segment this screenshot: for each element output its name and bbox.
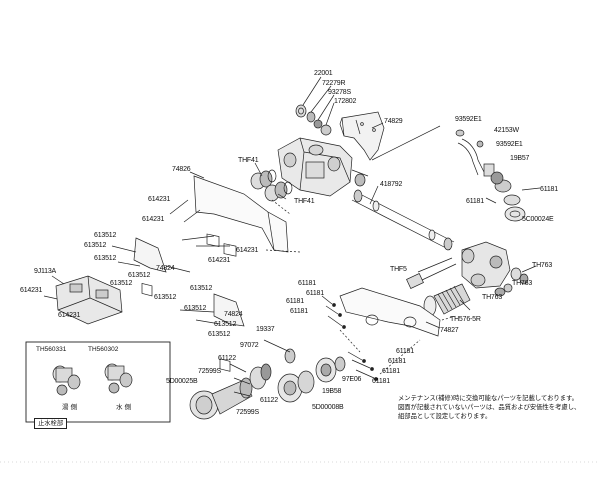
part-label-72599s-b[interactable]: 72599S [236, 409, 259, 416]
part-label-th763-a[interactable]: TH763 [532, 262, 553, 269]
inset-label-th560331[interactable]: TH560331 [36, 346, 67, 353]
leader-lines [265, 199, 457, 375]
part-label-61181-left[interactable]: 61181 [466, 198, 484, 205]
part-label-74824-lower[interactable]: 74824 [224, 311, 243, 318]
part-label-61122-a[interactable]: 61122 [218, 355, 236, 362]
part-label-613512-j[interactable]: 613512 [208, 331, 231, 338]
thf41-fittings [250, 162, 293, 202]
part-label-613512-g[interactable]: 613512 [190, 285, 213, 292]
part-label-19337[interactable]: 19337 [256, 326, 275, 333]
part-label-72279r[interactable]: 72279R [322, 80, 346, 87]
part-label-613512-e[interactable]: 613512 [128, 272, 151, 279]
bracket-74826 [189, 171, 289, 257]
part-label-61181-f[interactable]: 61181 [290, 308, 308, 315]
part-label-thf5[interactable]: THF5 [390, 266, 407, 273]
part-label-74824-upper[interactable]: 74824 [156, 265, 175, 272]
inset-label-th560302[interactable]: TH560302 [88, 346, 119, 353]
lower-right-valve [461, 241, 537, 297]
part-label-61181-j[interactable]: 61181 [372, 378, 390, 385]
right-hose-assembly [371, 125, 541, 222]
part-label-93592e1-bottom[interactable]: 93592E1 [496, 141, 523, 148]
part-label-61122-b[interactable]: 61122 [260, 397, 278, 404]
part-label-thf41-upper[interactable]: THF41 [238, 157, 259, 164]
part-label-97072[interactable]: 97072 [240, 342, 259, 349]
part-label-th763-b[interactable]: TH763 [512, 280, 533, 287]
part-label-613512-h[interactable]: 613512 [184, 305, 207, 312]
part-label-613512-d[interactable]: 613512 [110, 280, 133, 287]
part-label-th576-5r[interactable]: TH576-5R [450, 316, 481, 323]
part-label-5d00008b[interactable]: 5D00008B [312, 404, 344, 411]
part-label-19b58[interactable]: 19B58 [322, 388, 342, 395]
part-label-613512-c[interactable]: 613512 [94, 255, 117, 262]
part-label-614231-c[interactable]: 614231 [236, 247, 259, 254]
part-label-72599s-a[interactable]: 72599S [198, 368, 221, 375]
part-label-613512-i[interactable]: 613512 [214, 321, 237, 328]
part-label-5c00024e[interactable]: 5C00024E [522, 216, 554, 223]
part-label-61181-c[interactable]: 61181 [298, 280, 316, 287]
part-label-614231-b[interactable]: 614231 [142, 216, 165, 223]
part-label-61181-d[interactable]: 61181 [306, 290, 324, 297]
part-label-614231-d[interactable]: 614231 [208, 257, 231, 264]
part-label-93592e1-top[interactable]: 93592E1 [455, 116, 482, 123]
part-label-614231-a[interactable]: 614231 [148, 196, 171, 203]
inset-box [25, 341, 171, 423]
part-label-614231-e[interactable]: 614231 [20, 287, 43, 294]
part-label-61181-h[interactable]: 61181 [388, 358, 406, 365]
part-label-97e06[interactable]: 97E06 [342, 376, 362, 383]
hose-418792 [351, 185, 455, 251]
part-label-61181-e[interactable]: 61181 [286, 298, 304, 305]
part-label-172802[interactable]: 172802 [334, 98, 357, 105]
notice-line-1: メンテナンス(補修)時に交換可能なパーツを記載しております。 [398, 395, 578, 402]
part-label-thf41-lower[interactable]: THF41 [294, 198, 315, 205]
part-label-5d00025b[interactable]: 5D00025B [166, 378, 198, 385]
part-label-93278s[interactable]: 93278S [328, 89, 351, 96]
part-label-61181-i[interactable]: 61181 [382, 368, 400, 375]
part-label-613512-a[interactable]: 613512 [94, 232, 117, 239]
notice-line-2: 図面が記載されていないパーツは、品質および安価性を考慮し、 [398, 404, 581, 411]
thf5-fitting [406, 257, 457, 289]
part-label-22001[interactable]: 22001 [314, 70, 333, 77]
bracket-74829 [339, 111, 385, 161]
notice-line-3: 組部品として設定しております。 [398, 413, 492, 420]
part-label-19b57[interactable]: 19B57 [510, 155, 530, 162]
left-bracket-upper [111, 237, 191, 297]
left-bracket-lower [179, 293, 245, 372]
bottom-handle-assembly [189, 339, 346, 420]
cartridge-th576 [423, 283, 471, 317]
part-label-418792[interactable]: 418792 [380, 181, 403, 188]
part-label-614231-f[interactable]: 614231 [58, 312, 81, 319]
part-label-74826[interactable]: 74826 [172, 166, 191, 173]
part-label-th763-c[interactable]: TH763 [482, 294, 503, 301]
part-label-61181-g[interactable]: 61181 [396, 348, 414, 355]
bracket-74827 [339, 287, 441, 337]
part-label-42153w[interactable]: 42153W [494, 127, 519, 134]
part-label-613512-b[interactable]: 613512 [84, 242, 107, 249]
part-label-61181-right[interactable]: 61181 [540, 186, 558, 193]
part-label-74829[interactable]: 74829 [384, 118, 403, 125]
inset-footer-label: 止水栓部 [34, 418, 68, 429]
part-label-74827[interactable]: 74827 [440, 327, 459, 334]
main-valve-body [277, 137, 369, 197]
screws-61181 [321, 295, 378, 381]
inset-caption-cold: 水 側 [116, 403, 132, 411]
block-9j113a [51, 275, 123, 325]
part-label-613512-f[interactable]: 613512 [154, 294, 177, 301]
part-label-9j113a[interactable]: 9J113A [34, 268, 57, 275]
top-screw-parts [295, 76, 335, 136]
inset-caption-hot: 湯 側 [62, 403, 78, 411]
